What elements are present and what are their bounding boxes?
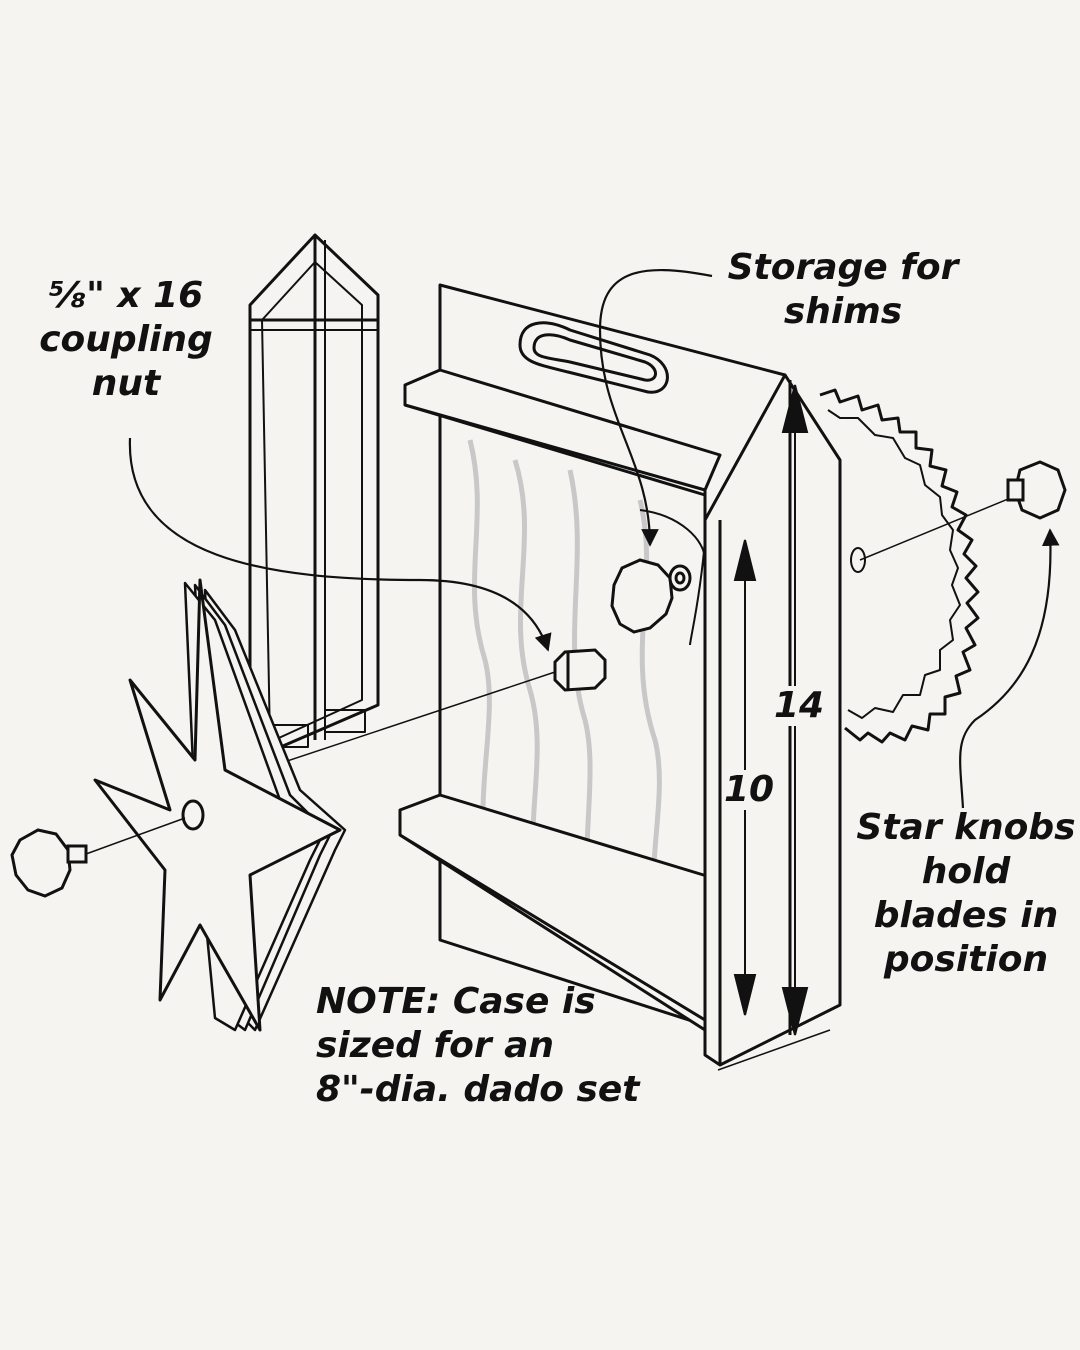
star-knobs-line-1: Star knobs	[856, 807, 1076, 848]
star-knobs-line-4: position	[883, 939, 1049, 980]
star-knobs-line-3: blades in	[873, 895, 1059, 936]
star-knobs-line-2: hold	[921, 851, 1011, 892]
storage-line-2: shims	[783, 291, 903, 332]
leader-arrows	[128, 268, 1060, 809]
note-heading: NOTE:	[316, 981, 441, 1022]
storage-line-1: Storage for	[727, 247, 959, 288]
dimension-14: 14	[772, 685, 827, 726]
note-label: NOTE: Case is sized for an 8"-dia. dado …	[316, 980, 640, 1112]
note-line-1: NOTE: Case is	[316, 980, 640, 1024]
note-line-3: 8"-dia. dado set	[316, 1069, 640, 1110]
coupling-nut-label: ⅝" x 16 coupling nut	[26, 274, 226, 406]
saw-blade	[819, 388, 1031, 744]
star-knob-blade	[1006, 460, 1067, 520]
coupling-nut	[553, 648, 607, 692]
note-line-2: sized for an	[316, 1025, 555, 1066]
coupling-nut-leader	[128, 437, 552, 652]
star-shim	[93, 578, 342, 1032]
star-knob-left	[10, 817, 186, 898]
star-knob-leader	[959, 528, 1060, 809]
note-line-1-text: Case is	[440, 981, 596, 1022]
star-knobs-label: Star knobs hold blades in position	[852, 806, 1080, 982]
dimension-10: 10	[722, 769, 777, 810]
storage-label: Storage for shims	[718, 246, 968, 334]
coupling-nut-line-3: nut	[91, 363, 161, 404]
storage-leader	[598, 268, 713, 547]
back-panel	[248, 233, 380, 757]
coupling-nut-line-2: coupling	[39, 319, 213, 360]
coupling-nut-line-1: ⅝" x 16	[48, 275, 204, 316]
star-knob-case	[610, 558, 692, 634]
